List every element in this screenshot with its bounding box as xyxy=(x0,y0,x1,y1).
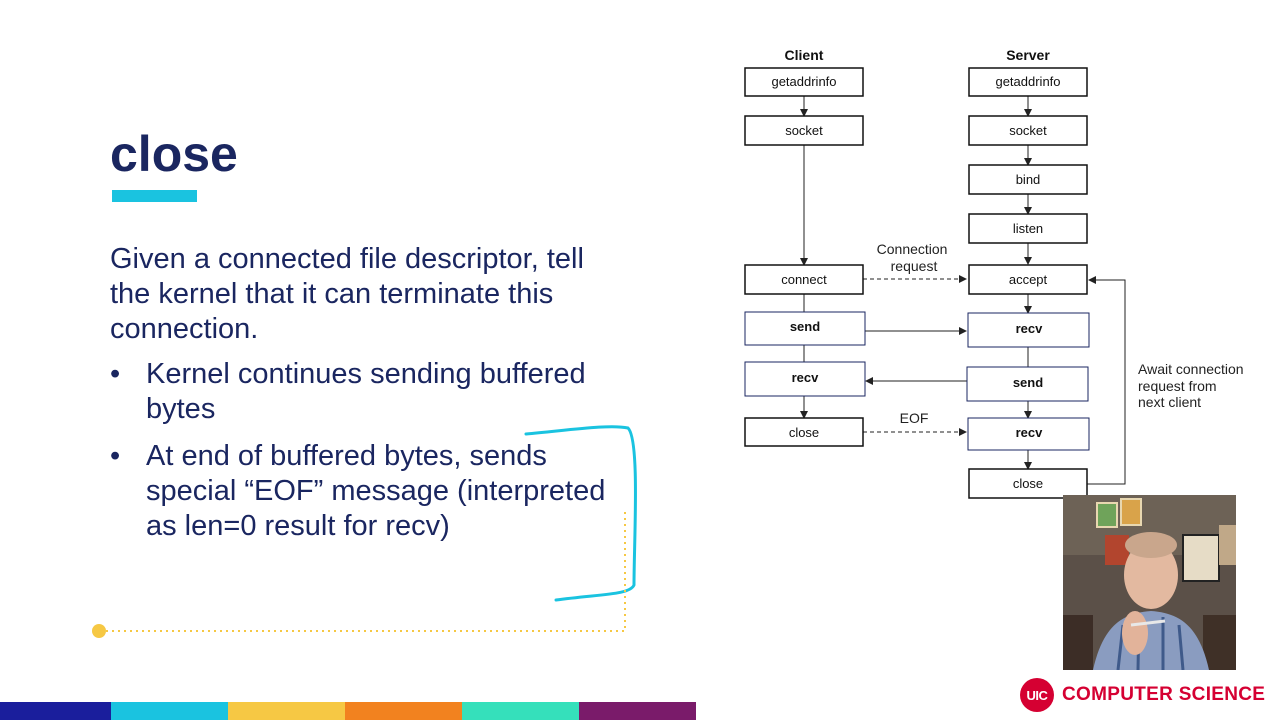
decorative-dotted-line xyxy=(100,510,626,632)
box-label: connect xyxy=(781,272,827,287)
box-label: socket xyxy=(785,123,823,138)
server-box: socket xyxy=(968,115,1088,146)
color-segment xyxy=(462,702,579,720)
connection-request-label: Connection request xyxy=(877,241,952,274)
server-box: recv xyxy=(967,312,1090,348)
server-box: send xyxy=(966,366,1089,402)
presenter-image xyxy=(1063,495,1236,670)
brand-color-bar xyxy=(0,702,696,720)
box-label: recv xyxy=(792,370,820,385)
eof-label: EOF xyxy=(900,410,929,426)
color-segment xyxy=(228,702,345,720)
box-label: socket xyxy=(1009,123,1047,138)
client-box: connect xyxy=(744,264,864,295)
box-label: accept xyxy=(1009,272,1048,287)
client-box: recv xyxy=(744,361,866,397)
server-box: close xyxy=(968,468,1088,499)
bullet-item: • Kernel continues sending buffered byte… xyxy=(110,357,630,427)
box-label: recv xyxy=(1016,425,1044,440)
await-connection-note: Await connection request from next clien… xyxy=(1138,361,1247,410)
color-segment xyxy=(111,702,228,720)
logo-text: COMPUTER SCIENCE xyxy=(1062,684,1266,705)
client-box: getaddrinfo xyxy=(744,67,864,97)
uic-logo-mark: UIC xyxy=(1020,678,1054,712)
title-underline xyxy=(112,190,197,202)
box-label: close xyxy=(789,425,819,440)
box-label: listen xyxy=(1013,221,1043,236)
presenter-webcam xyxy=(1063,495,1236,670)
server-box: getaddrinfo xyxy=(968,67,1088,97)
server-header: Server xyxy=(1006,47,1050,63)
color-segment xyxy=(0,702,111,720)
bullet-text: Kernel continues sending buffered bytes xyxy=(146,358,586,425)
client-header: Client xyxy=(785,47,824,63)
bullet-dot: • xyxy=(110,358,121,390)
message-arrows xyxy=(863,275,1126,485)
intro-text: Given a connected file descriptor, tell … xyxy=(110,243,584,345)
client-box: send xyxy=(744,311,866,346)
box-label: send xyxy=(790,319,820,334)
bullet-dot: • xyxy=(110,440,121,472)
client-box: close xyxy=(744,417,864,447)
box-label: close xyxy=(1013,476,1043,491)
slide-title: close xyxy=(110,126,238,182)
box-label: recv xyxy=(1016,321,1044,336)
annotation-bracket xyxy=(524,425,637,602)
box-label: getaddrinfo xyxy=(995,74,1060,89)
box-label: send xyxy=(1013,375,1043,390)
color-segment xyxy=(345,702,462,720)
server-box: recv xyxy=(967,417,1090,451)
slide-body: Given a connected file descriptor, tell … xyxy=(110,242,630,556)
bullet-text: At end of buffered bytes, sends special … xyxy=(146,440,606,542)
box-label: getaddrinfo xyxy=(771,74,836,89)
bullet-item: • At end of buffered bytes, sends specia… xyxy=(110,439,630,544)
color-segment xyxy=(579,702,696,720)
server-box: listen xyxy=(968,213,1088,244)
server-box: bind xyxy=(968,164,1088,195)
client-box: socket xyxy=(744,115,864,146)
decorative-dot xyxy=(92,624,106,638)
uic-cs-logo: UIC COMPUTER SCIENCE xyxy=(1020,678,1265,712)
server-box: accept xyxy=(968,264,1088,295)
box-label: bind xyxy=(1016,172,1041,187)
